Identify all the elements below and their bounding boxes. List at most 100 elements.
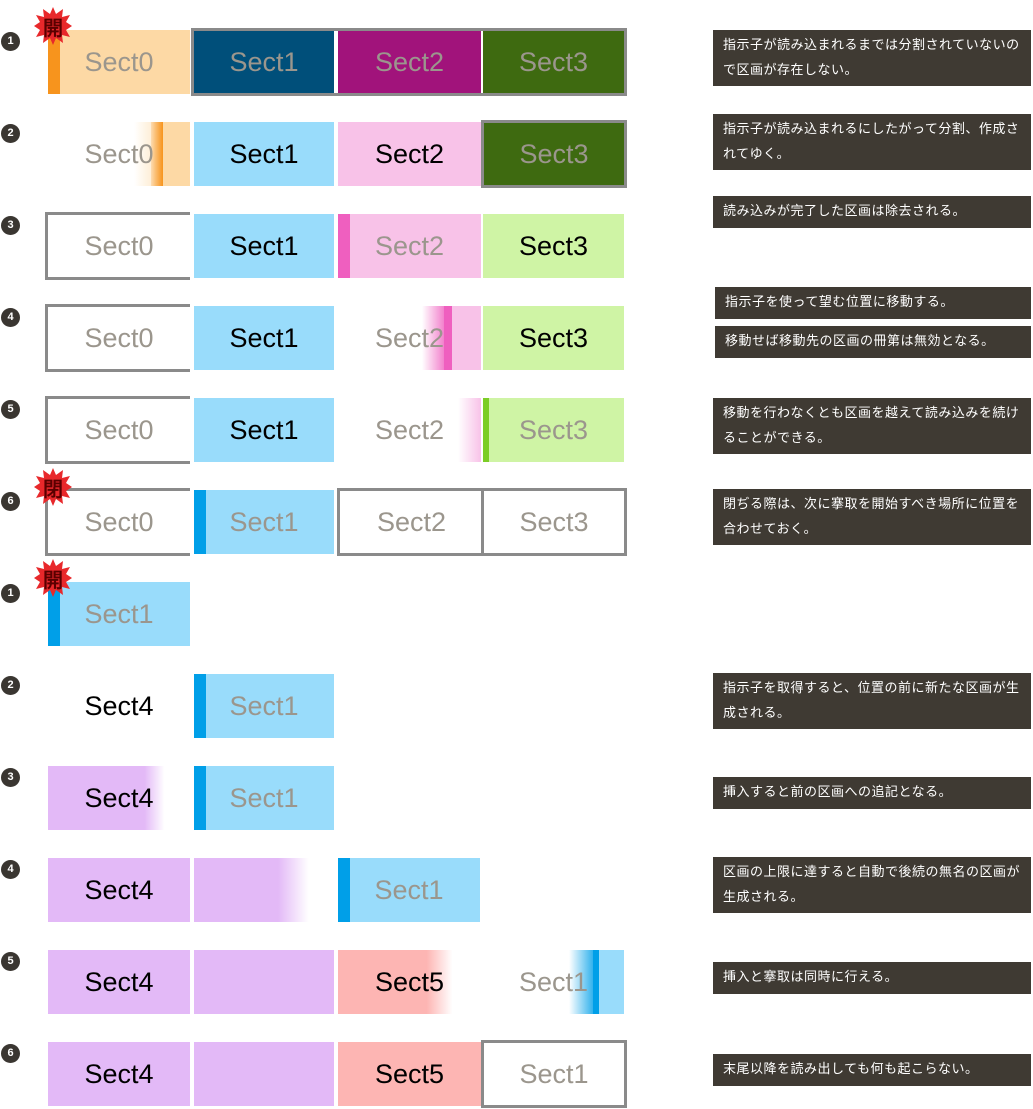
section-cell-sect4: Sect4 xyxy=(48,1042,190,1106)
unsplit-outline xyxy=(191,28,627,96)
section-label: Sect2 xyxy=(376,506,447,537)
section-label: Sect0 xyxy=(84,138,154,169)
section-label: Sect1 xyxy=(519,1058,589,1089)
read-pointer-bar xyxy=(48,582,60,646)
step-number-badge: 3 xyxy=(1,768,20,787)
section-label: Sect1 xyxy=(229,414,299,445)
section-label: Sect1 xyxy=(229,230,299,261)
read-pointer-bar xyxy=(593,950,599,1014)
section-label: Sect2 xyxy=(374,138,445,169)
cell-fill xyxy=(163,122,190,186)
read-pointer-bar xyxy=(48,30,60,94)
read-pointer-bar xyxy=(194,490,206,554)
section-label: Sect2 xyxy=(374,322,445,353)
section-cell-sect1: Sect1 xyxy=(483,950,624,1014)
section-cell-sect1: Sect1 xyxy=(194,490,334,554)
step-note: 閉ぢる際は、次に搴取を開始すべき場所に位置を合わせておく。 xyxy=(713,489,1031,545)
step-number-badge: 5 xyxy=(1,400,20,419)
section-label: Sect2 xyxy=(374,230,445,261)
section-cell-sect0: Sect0 xyxy=(48,30,190,94)
step-note: 指示子を取得すると、位置の前に新たな区画が生成される。 xyxy=(713,673,1031,729)
section-cell-sect1: Sect1 xyxy=(194,674,334,738)
step-number-badge: 5 xyxy=(1,952,20,971)
step-number-badge: 6 xyxy=(1,1044,20,1063)
step-note: 区画の上限に達すると自動で後続の無名の区画が生成される。 xyxy=(713,857,1031,913)
step-number-badge: 6 xyxy=(1,492,20,511)
section-cell-unnamed xyxy=(194,950,334,1014)
section-cell-unnamed xyxy=(194,858,334,922)
section-cell-sect1: Sect1 xyxy=(194,766,334,830)
section-label: Sect4 xyxy=(84,966,154,997)
open-stamp-icon: 開 xyxy=(33,6,73,46)
step-number-badge: 3 xyxy=(1,216,20,235)
section-label: Sect4 xyxy=(84,690,154,721)
step-number-badge: 2 xyxy=(1,676,20,695)
step-note: 指示子が読み込まれるまでは分割されていないので区画が存在しない。 xyxy=(713,30,1031,86)
section-cell-sect0: Sect0 xyxy=(45,488,190,556)
section-label: Sect3 xyxy=(518,414,589,445)
step-note: 末尾以降を読み出しても何も起こらない。 xyxy=(713,1054,1031,1086)
section-cell-sect2: Sect2 xyxy=(338,306,481,370)
section-label: Sect3 xyxy=(519,138,589,169)
step-number-badge: 2 xyxy=(1,124,20,143)
section-cell-sect1: Sect1 xyxy=(194,30,334,94)
section-label: Sect4 xyxy=(84,782,154,813)
section-cell-sect2: Sect2 xyxy=(338,398,481,462)
step-note: 指示子が読み込まれるにしたがって分割、作成されてゆく。 xyxy=(713,114,1031,170)
read-pointer-bar xyxy=(338,858,350,922)
step-number-badge: 1 xyxy=(1,32,20,51)
step-note: 読み込みが完了した区画は除去される。 xyxy=(713,196,1031,228)
section-cell-sect3: Sect3 xyxy=(483,398,624,462)
read-fade xyxy=(458,398,481,462)
step-note: 移動せば移動先の区画の冊第は無効となる。 xyxy=(715,326,1031,358)
section-cell-sect1: Sect1 xyxy=(194,306,334,370)
open-stamp-icon: 開 xyxy=(33,558,73,598)
step-note: 挿入と搴取は同時に行える。 xyxy=(713,962,1031,994)
section-label: Sect5 xyxy=(374,966,445,997)
section-label: Sect4 xyxy=(84,874,154,905)
section-cell-sect1: Sect1 xyxy=(194,398,334,462)
open-stamp-glyph: 開 xyxy=(43,567,63,592)
section-cell-sect2: Sect2 xyxy=(338,30,481,94)
section-cell-sect4: Sect4 xyxy=(48,858,190,922)
section-label: Sect1 xyxy=(229,322,299,353)
section-cell-sect1: Sect1 xyxy=(48,582,190,646)
step-note: 指示子を使って望む位置に移動する。 xyxy=(715,287,1031,319)
section-label: Sect1 xyxy=(229,782,299,813)
read-pointer-bar xyxy=(444,306,452,370)
section-label: Sect3 xyxy=(519,506,589,537)
section-label: Sect1 xyxy=(518,966,589,997)
section-label: Sect1 xyxy=(84,598,154,629)
close-stamp-icon: 閉 xyxy=(33,467,73,507)
section-label: Sect1 xyxy=(229,138,299,169)
section-label: Sect3 xyxy=(518,46,589,77)
section-label: Sect3 xyxy=(518,230,589,261)
section-label: Sect0 xyxy=(84,230,154,261)
section-cell-sect4: Sect4 xyxy=(48,950,190,1014)
section-label: Sect4 xyxy=(84,1058,154,1089)
section-cell-sect5: Sect5 xyxy=(338,950,481,1014)
section-cell-sect3: Sect3 xyxy=(483,214,624,278)
section-label: Sect1 xyxy=(229,690,299,721)
step-number-badge: 4 xyxy=(1,860,20,879)
section-cell-sect2: Sect2 xyxy=(337,488,483,556)
section-label: Sect0 xyxy=(84,46,154,77)
section-label: Sect0 xyxy=(84,414,154,445)
section-cell-sect1: Sect1 xyxy=(338,858,480,922)
section-cell-sect2: Sect2 xyxy=(338,214,481,278)
section-cell-sect3: Sect3 xyxy=(481,488,627,556)
read-pointer-bar xyxy=(338,214,350,278)
section-cell-sect4: Sect4 xyxy=(48,766,190,830)
section-label: Sect3 xyxy=(518,322,589,353)
section-label: Sect0 xyxy=(84,322,154,353)
section-cell-sect3: Sect3 xyxy=(483,306,624,370)
section-cell-sect3: Sect3 xyxy=(481,120,627,188)
section-cell-sect4: Sect4 xyxy=(48,674,190,738)
step-number-badge: 4 xyxy=(1,308,20,327)
section-cell-sect0: Sect0 xyxy=(45,212,190,280)
section-cell-sect1: Sect1 xyxy=(194,214,334,278)
read-pointer-bar xyxy=(483,398,489,462)
section-label: Sect1 xyxy=(229,506,299,537)
step-note: 移動を行わなくとも区画を越えて読み込みを続けることができる。 xyxy=(713,398,1031,454)
step-note: 挿入すると前の区画への追記となる。 xyxy=(713,777,1031,809)
